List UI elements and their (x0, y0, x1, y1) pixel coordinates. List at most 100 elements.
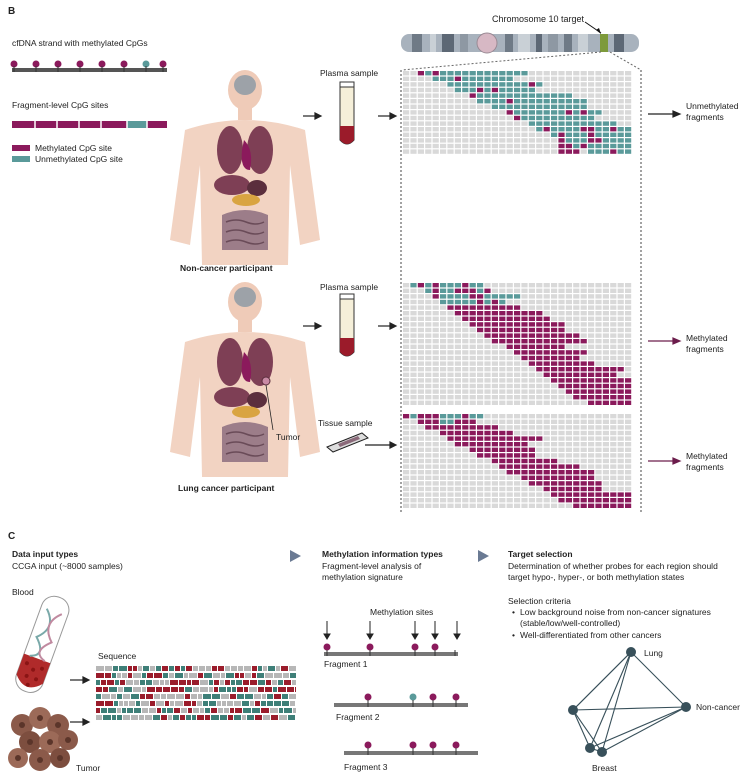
grid-cell (410, 143, 417, 149)
grid-cell (403, 498, 410, 503)
grid-cell (565, 127, 572, 132)
grid-cell (536, 492, 543, 497)
sequence-read-segment (96, 673, 104, 678)
grid-cell (469, 93, 476, 98)
grid-cell (462, 311, 469, 316)
sequence-read-segment (228, 715, 233, 720)
grid-cell (477, 355, 484, 361)
grid-cell (425, 383, 432, 389)
grid-cell (565, 361, 572, 366)
sequence-read-segment (141, 701, 149, 706)
grid-cell (610, 350, 617, 355)
grid-cell (595, 372, 602, 377)
grid-cell (432, 361, 439, 366)
grid-cell (425, 486, 432, 492)
grid-cell (514, 389, 521, 394)
grid-cell (462, 327, 469, 333)
grid-cell (484, 419, 491, 424)
grid-cell (447, 344, 454, 349)
sequence-read-segment (221, 694, 229, 699)
grid-cell (551, 453, 558, 458)
grid-cell (521, 481, 528, 486)
grid-cell (625, 99, 632, 104)
grid-cell (403, 425, 410, 430)
grid-cell (536, 99, 543, 104)
grid-cell (410, 71, 417, 76)
grid-cell (536, 322, 543, 327)
grid-cell (573, 333, 580, 338)
grid-cell (602, 425, 609, 430)
grid-cell (595, 327, 602, 333)
grid-cell (625, 305, 632, 310)
grid-cell (417, 425, 424, 430)
grid-cell (514, 93, 521, 98)
grid-cell (499, 138, 506, 143)
grid-cell (551, 132, 558, 137)
grid-cell (491, 132, 498, 137)
grid-cell (610, 464, 617, 469)
grid-cell (514, 395, 521, 400)
grid-cell (573, 383, 580, 389)
grid-cell (610, 138, 617, 143)
grid-cell (565, 71, 572, 76)
grid-cell (425, 361, 432, 366)
grid-cell (602, 372, 609, 377)
grid-cell (499, 115, 506, 121)
blood-label: Blood (12, 587, 34, 597)
grid-cell (551, 76, 558, 81)
grid-cell (440, 132, 447, 137)
fragment-3 (344, 741, 478, 755)
grid-cell (521, 132, 528, 137)
grid-cell (595, 453, 602, 458)
grid-cell (410, 305, 417, 310)
result-1-line-2: fragments (686, 112, 724, 122)
grid-cell (588, 481, 595, 486)
grid-cell (440, 447, 447, 452)
grid-cell (403, 115, 410, 121)
grid-cell (588, 458, 595, 464)
grid-cell (536, 333, 543, 338)
grid-cell (469, 400, 476, 405)
grid-cell (528, 486, 535, 492)
grid-cell (602, 149, 609, 154)
grid-cell (558, 115, 565, 121)
grid-cell (625, 143, 632, 149)
sequence-read-segment (157, 708, 161, 713)
sequence-read-segment (181, 666, 185, 671)
grid-cell (410, 503, 417, 508)
grid-cell (551, 389, 558, 394)
grid-cell (491, 149, 498, 154)
grid-cell (506, 492, 513, 497)
grid-cell (595, 316, 602, 321)
grid-cell (403, 333, 410, 338)
sequence-read-segment (274, 673, 282, 678)
grid-cell (454, 481, 461, 486)
grid-cell (484, 288, 491, 293)
grid-cell (484, 361, 491, 366)
grid-cell (551, 87, 558, 93)
grid-cell (602, 344, 609, 349)
sequence-read-segment (231, 666, 237, 671)
grid-cell (558, 76, 565, 81)
grid-cell (454, 82, 461, 87)
grid-cell (543, 458, 550, 464)
grid-cell (536, 327, 543, 333)
grid-cell (580, 400, 587, 405)
grid-cell (454, 350, 461, 355)
grid-cell (573, 350, 580, 355)
grid-cell (425, 121, 432, 126)
grid-cell (543, 355, 550, 361)
network-node-lung-label: Lung (644, 648, 663, 658)
grid-cell (432, 498, 439, 503)
grid-cell (425, 149, 432, 154)
grid-cell (543, 383, 550, 389)
grid-cell (440, 475, 447, 480)
grid-cell (521, 395, 528, 400)
sequence-read-segment (134, 680, 139, 685)
grid-cell (462, 288, 469, 293)
grid-cell (625, 327, 632, 333)
sequence-read-segment (156, 687, 162, 692)
grid-cell (477, 71, 484, 76)
grid-cell (410, 311, 417, 316)
sequence-read-segment (179, 680, 186, 685)
